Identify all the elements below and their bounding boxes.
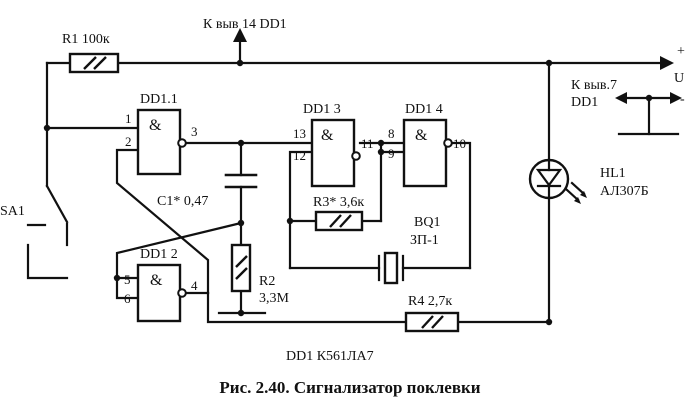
pin-3: 3 [191, 124, 198, 139]
pin-13: 13 [293, 126, 306, 141]
gate-dd1-2: & [136, 263, 187, 323]
label-r1: R1 100к [62, 32, 110, 47]
label-pin14: К выв 14 DD1 [203, 17, 287, 32]
pin-10: 10 [453, 136, 466, 151]
arrows [233, 28, 682, 104]
pin-5: 5 [124, 272, 131, 287]
label-r2-name: R2 [259, 274, 275, 289]
label-chip-type: DD1 К561ЛА7 [286, 349, 374, 364]
label-pin7: К выв.7 [571, 78, 617, 93]
arrow-right-icon [670, 92, 682, 104]
pin-9: 9 [388, 146, 395, 161]
label-hl1-name: HL1 [600, 166, 626, 181]
pin-2: 2 [125, 134, 132, 149]
label-dd1-3: DD1 3 [303, 102, 341, 117]
pin-12: 12 [293, 148, 306, 163]
resistor-r3 [314, 210, 364, 232]
label-u: U [674, 71, 684, 86]
label-plus: + [677, 44, 685, 59]
label-bq1-name: BQ1 [414, 215, 440, 230]
label-minus: - [680, 92, 685, 107]
figure-caption: Рис. 2.40. Сигнализатор поклевки [219, 378, 480, 397]
piezo-bq1 [377, 251, 405, 285]
gate-dd1-3: & [310, 118, 361, 188]
arrow-right-icon [660, 56, 674, 70]
label-sa1: SA1 [0, 204, 25, 219]
pin-4: 4 [191, 278, 198, 293]
label-pin7-chip: DD1 [571, 95, 598, 110]
capacitor-c1 [224, 173, 258, 189]
resistor-r1 [68, 52, 120, 74]
pin-11: 11 [361, 136, 374, 151]
light-ray-icon [580, 191, 587, 198]
resistor-r2 [230, 243, 252, 293]
svg-text:&: & [321, 127, 334, 144]
label-hl1-type: АЛ307Б [600, 184, 649, 199]
label-r2-value: 3,3М [259, 291, 290, 306]
label-r3: R3* 3,6к [313, 195, 364, 210]
led-hl1 [528, 158, 587, 204]
label-dd1-1: DD1.1 [140, 92, 178, 107]
arrow-left-icon [615, 92, 627, 104]
label-dd1-2: DD1 2 [140, 247, 178, 262]
light-ray-icon [574, 197, 581, 204]
label-c1: C1* 0,47 [157, 194, 208, 209]
resistor-r4 [404, 311, 460, 333]
svg-text:&: & [415, 127, 428, 144]
label-r4: R4 2,7к [408, 294, 452, 309]
label-dd1-4: DD1 4 [405, 102, 443, 117]
pin-6: 6 [124, 291, 131, 306]
pin-1: 1 [125, 111, 132, 126]
arrow-up-icon [233, 28, 247, 42]
svg-text:&: & [149, 117, 162, 134]
label-bq1-type: ЗП-1 [410, 233, 439, 248]
pin-8: 8 [388, 126, 395, 141]
switch-sa1 [26, 184, 69, 280]
junction-dots [43, 59, 653, 326]
svg-text:&: & [150, 272, 163, 289]
gate-dd1-4: & [402, 118, 453, 188]
wires [45, 35, 680, 324]
gate-dd1-1: & [136, 108, 187, 176]
